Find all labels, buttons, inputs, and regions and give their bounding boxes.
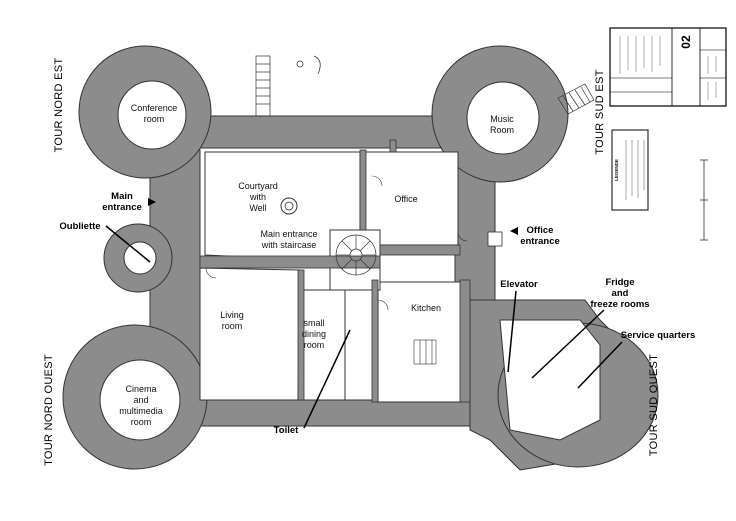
service-quarters-label: Service quarters <box>621 330 695 341</box>
office-entrance-arrow-icon <box>510 227 518 235</box>
cinema-label-1: Cinema <box>125 384 156 394</box>
legend-box: LEGENDE <box>611 129 649 211</box>
fridge-label-1: Fridge <box>605 277 634 288</box>
main-staircase-label-1: Main entrance <box>260 229 317 239</box>
conference-room-label-2: room <box>144 114 165 124</box>
spiral-staircase <box>335 234 377 276</box>
legend-title: LEGENDE <box>614 159 619 181</box>
music-room-label-1: Music <box>490 114 514 124</box>
small-dining-label-3: room <box>304 340 325 350</box>
tower-sud-ouest-label: TOUR SUD OUEST <box>648 354 660 456</box>
oubliette-label: Oubliette <box>59 221 100 232</box>
main-entrance-arrow-icon <box>148 198 156 206</box>
tower-nord-est <box>78 45 212 179</box>
tower-sud-est <box>431 45 569 183</box>
living-room-label-1: Living <box>220 310 244 320</box>
courtyard-label-3: Well <box>249 203 266 213</box>
office-entrance-label-1: Office <box>527 225 554 236</box>
oubliette-tower <box>103 223 173 293</box>
toilet-pointer <box>303 329 351 429</box>
elevator-label: Elevator <box>500 279 538 290</box>
cinema-label-2: and <box>133 395 148 405</box>
service-quarters-pointer <box>577 341 623 389</box>
courtyard-label-2: with <box>249 192 266 202</box>
small-dining-label-1: small <box>303 318 324 328</box>
exterior-stairs-north <box>255 55 271 117</box>
main-entrance-label-1: Main <box>111 191 133 202</box>
music-room-label-2: Room <box>490 125 514 135</box>
office-label: Office <box>394 194 417 204</box>
office-entrance-door <box>487 231 503 247</box>
elevator-pointer <box>507 290 517 373</box>
small-dining-label-2: dining <box>302 329 326 339</box>
fridge-pointer <box>531 309 605 379</box>
tower-sud-ouest <box>497 319 659 468</box>
kitchen-label: Kitchen <box>411 303 441 313</box>
tower-nord-est-label: TOUR NORD EST <box>53 58 65 153</box>
tower-nord-ouest-label: TOUR NORD OUEST <box>43 354 55 466</box>
scale-bar <box>700 159 708 241</box>
tower-sud-est-label: TOUR SUD EST <box>594 69 606 154</box>
toilet-label: Toilet <box>274 425 299 436</box>
oubliette-pointer <box>105 225 151 263</box>
fridge-label-3: freeze rooms <box>590 299 649 310</box>
main-staircase-label-2: with staircase <box>261 240 317 250</box>
room-labels: Conference room Music Room Courtyard wit… <box>119 103 514 427</box>
courtyard-label-1: Courtyard <box>238 181 278 191</box>
title-block: 02 <box>609 27 727 107</box>
door-swings <box>205 175 468 311</box>
cinema-label-3: multimedia <box>119 406 163 416</box>
cinema-label-4: room <box>131 417 152 427</box>
well <box>280 197 298 215</box>
callouts: Main entrance Oubliette Office entrance … <box>59 191 695 436</box>
sheet-number: 02 <box>679 35 693 49</box>
kitchen-fixtures <box>413 339 437 365</box>
compass-marks <box>296 55 321 75</box>
fridge-label-2: and <box>612 288 629 299</box>
tower-nord-ouest <box>62 324 208 470</box>
living-room-label-2: room <box>222 321 243 331</box>
exterior-stairs-east <box>557 83 595 115</box>
partition-walls <box>199 139 471 403</box>
conference-room-label-1: Conference <box>131 103 178 113</box>
main-entrance-label-2: entrance <box>102 202 142 213</box>
office-entrance-label-2: entrance <box>520 236 560 247</box>
